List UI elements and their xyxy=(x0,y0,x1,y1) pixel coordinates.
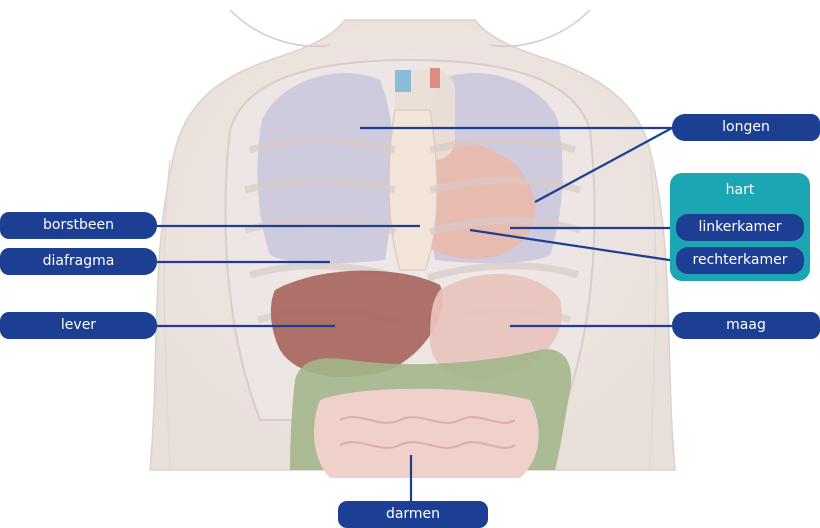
label-linkerkamer: linkerkamer xyxy=(676,214,804,241)
label-longen: longen xyxy=(672,114,820,141)
label-borstbeen: borstbeen xyxy=(0,212,157,239)
small-intestines xyxy=(314,389,539,478)
left-lung xyxy=(257,73,393,263)
sternum xyxy=(389,110,437,270)
label-lever: lever xyxy=(0,312,157,339)
label-diafragma: diafragma xyxy=(0,248,157,275)
label-darmen: darmen xyxy=(338,501,488,528)
label-maag: maag xyxy=(672,312,820,339)
neck-line-right xyxy=(490,10,590,46)
label-rechterkamer: rechterkamer xyxy=(676,247,804,274)
label-hart: hart xyxy=(670,181,810,199)
neck-line-left xyxy=(230,10,330,46)
